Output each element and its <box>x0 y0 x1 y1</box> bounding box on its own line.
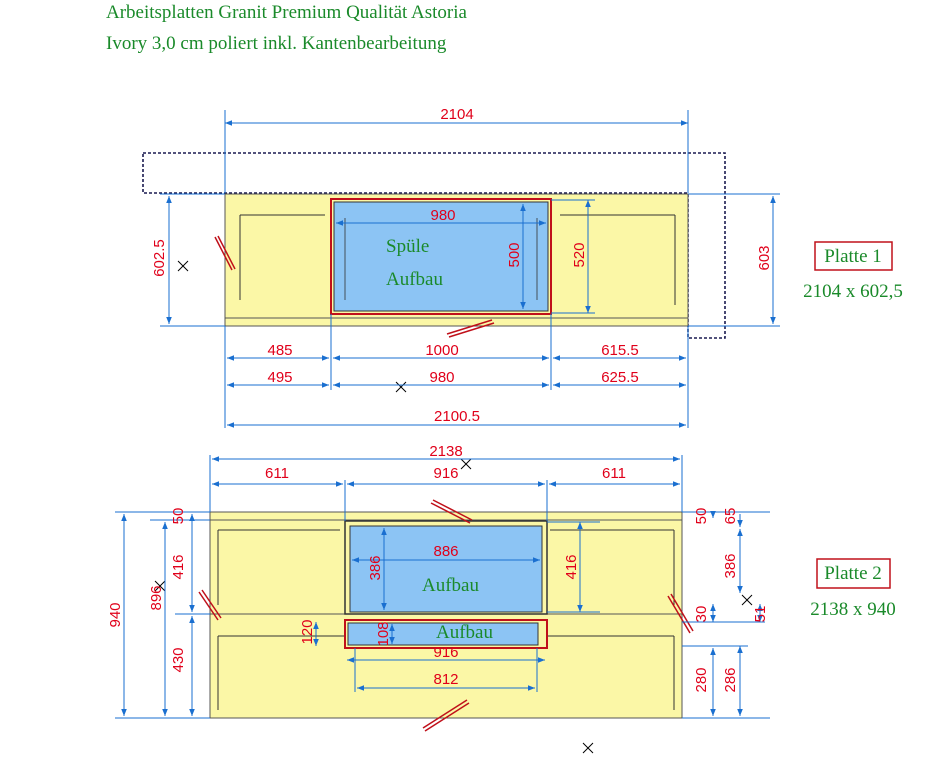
dim-p1-row1-right: 615.5 <box>601 342 639 359</box>
dim-p1-left-height: 602.5 <box>151 239 168 277</box>
dim-p1-cutout-width: 980 <box>430 207 455 224</box>
dim-p2-small-108: 108 <box>375 621 392 646</box>
plate-1-name: Platte 1 <box>824 246 882 267</box>
dim-p1-top: 2104 <box>440 106 473 123</box>
edge-mark <box>214 235 495 338</box>
plate-2-cutout-label-2: Aufbau <box>436 622 493 643</box>
plate-2: 2138 611 916 611 886 386 416 940 896 50 … <box>107 443 896 754</box>
dim-p1-row2-right: 625.5 <box>601 369 639 386</box>
plate-1-sink-cutout-outer <box>330 198 552 315</box>
dim-p2-right-30: 30 <box>693 606 710 623</box>
dim-p2-right: 611 <box>602 465 626 482</box>
plate-1-size: 2104 x 602,5 <box>803 281 903 302</box>
plate-2-cutout-lower <box>347 622 539 646</box>
dim-p2-total: 2138 <box>429 443 462 460</box>
plate-2-cutout-label: Aufbau <box>422 575 479 596</box>
dim-p2-right-280: 280 <box>693 667 710 692</box>
dim-p2-left: 611 <box>265 465 289 482</box>
dim-p2-mid: 916 <box>433 465 458 482</box>
dim-p2-cutout-height: 386 <box>367 555 384 580</box>
plate-1-sink-label: Spüle <box>386 236 429 257</box>
dim-p2-inner-height: 896 <box>148 585 165 610</box>
dim-p2-small-120: 120 <box>299 619 316 644</box>
dim-p1-row1-mid: 1000 <box>425 342 458 359</box>
dim-p2-lower-812: 812 <box>433 671 458 688</box>
dim-p2-right-cutout-height: 386 <box>722 553 739 578</box>
plate-2-name-box <box>816 558 891 589</box>
dim-p2-right-inner-height: 416 <box>563 554 580 579</box>
dim-p1-cutout-inner-height: 500 <box>506 242 523 267</box>
plate-1-name-box <box>814 241 893 271</box>
dim-p1-right-height: 603 <box>756 245 773 270</box>
plate-1: 2104 980 500 520 602.5 603 485 1000 615.… <box>142 106 903 428</box>
dim-p2-right-51: 51 <box>752 606 769 623</box>
plate-1-sink-cutout <box>333 201 549 312</box>
plate-2-size: 2138 x 940 <box>810 599 896 620</box>
plate-2-cutout-upper-outer <box>344 520 548 615</box>
dim-p1-row2-mid: 980 <box>429 369 454 386</box>
dim-p2-outer-height: 940 <box>107 602 124 627</box>
dim-p1-row1-left: 485 <box>267 342 292 359</box>
dim-p1-cutout-outer-height: 520 <box>571 242 588 267</box>
dim-p2-right-286: 286 <box>722 667 739 692</box>
edge-mark <box>198 499 694 732</box>
dim-p2-right-top-65: 65 <box>722 508 739 525</box>
title-line-1: Arbeitsplatten Granit Premium Qualität A… <box>106 2 467 23</box>
dim-p2-right-top-50: 50 <box>693 508 710 525</box>
plate-1-sink-label-2: Aufbau <box>386 269 443 290</box>
dim-p2-cutout-width: 886 <box>433 543 458 560</box>
dim-p1-row2-left: 495 <box>267 369 292 386</box>
dim-p2-lower-916: 916 <box>433 644 458 661</box>
plate-2-name: Platte 2 <box>824 563 882 584</box>
dim-p1-bottom-total: 2100.5 <box>434 408 480 425</box>
title-line-2: Ivory 3,0 cm poliert inkl. Kantenbearbei… <box>106 33 447 54</box>
dim-p2-left-inner-height: 416 <box>170 554 187 579</box>
plate-2-cutout-lower-outer <box>344 619 548 649</box>
dim-p2-left-lower: 430 <box>170 647 187 672</box>
dim-p2-left-top: 50 <box>170 508 187 525</box>
